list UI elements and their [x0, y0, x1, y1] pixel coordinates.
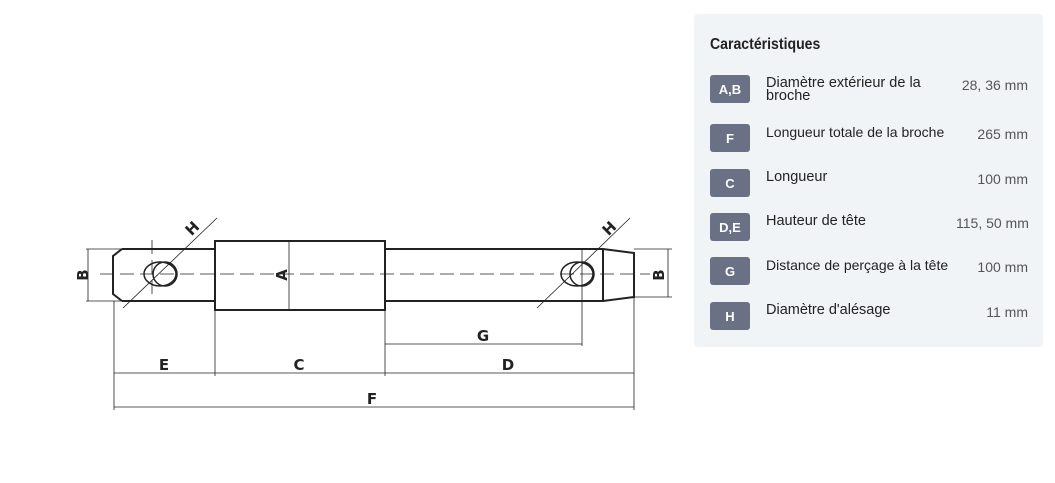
spec-badge: H	[710, 302, 750, 330]
spec-value: 265 mm	[977, 126, 1028, 142]
spec-row: A,B Diamètre extérieur de la broche 28, 36…	[710, 75, 1028, 103]
pin-outline	[112, 240, 635, 311]
center-line	[100, 240, 650, 300]
label-h-right: H	[599, 218, 621, 240]
label-b-right: B	[650, 269, 668, 280]
spec-name: Longueur totale de la broche	[766, 124, 945, 140]
spec-badge: A,B	[710, 75, 750, 103]
spec-name: Distance de perçage à la tête	[766, 257, 949, 273]
spec-badge: G	[710, 257, 750, 285]
spec-name: Diamètre d'alésage	[766, 302, 891, 318]
spec-badge: D,E	[710, 213, 750, 241]
spec-row: C Longueur 100 mm	[710, 169, 1028, 197]
spec-badge: F	[710, 124, 750, 152]
spec-value: 100 mm	[977, 259, 1028, 275]
characteristics-panel: Caractéristiques A,B Diamètre extérieur d…	[694, 14, 1043, 347]
spec-row: G Distance de perçage à la tête 100 mm	[710, 257, 1028, 285]
spec-name: Hauteur de tête	[766, 213, 866, 229]
pin-dimension-drawing: B H A H B G E C D F	[74, 217, 672, 410]
panel-title: Caractéristiques	[710, 36, 821, 53]
label-h-left: H	[182, 218, 204, 240]
spec-row: H Diamètre d'alésage 11 mm	[710, 302, 1028, 330]
spec-row: D,E Hauteur de tête 115, 50 mm	[710, 213, 1029, 241]
spec-value: 11 mm	[986, 304, 1028, 320]
label-f: F	[367, 390, 377, 408]
label-a: A	[273, 269, 291, 281]
label-d: D	[502, 356, 514, 374]
spec-name: Diamètre extérieur de la broche	[766, 75, 921, 104]
spec-row: F Longueur totale de la broche 265 mm	[710, 124, 1028, 152]
label-g: G	[477, 327, 489, 345]
spec-value: 100 mm	[977, 171, 1028, 187]
dimension-lines	[86, 217, 672, 410]
spec-name: Longueur	[766, 169, 828, 185]
label-c: C	[293, 356, 304, 374]
spec-value: 115, 50 mm	[956, 215, 1029, 231]
label-b-left: B	[74, 269, 92, 280]
spec-badge: C	[710, 169, 750, 197]
spec-value: 28, 36 mm	[961, 77, 1028, 93]
label-e: E	[159, 356, 169, 374]
